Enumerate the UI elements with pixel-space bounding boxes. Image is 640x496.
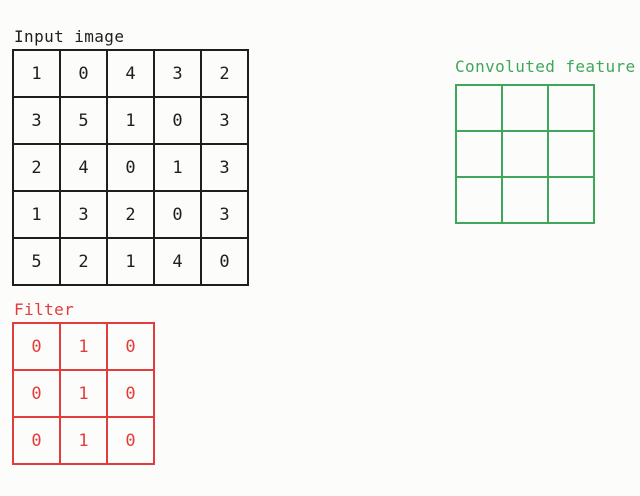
grid-row (455, 84, 595, 132)
convoluted-feature-label: Convoluted feature (455, 57, 636, 76)
grid-cell: 3 (12, 96, 61, 145)
grid-cell: 0 (12, 369, 61, 418)
grid-cell (547, 84, 595, 132)
grid-cell: 1 (59, 369, 108, 418)
grid-cell: 5 (12, 237, 61, 286)
grid-cell (501, 176, 549, 224)
grid-cell: 1 (12, 190, 61, 239)
grid-cell: 3 (153, 49, 202, 98)
grid-cell: 1 (106, 96, 155, 145)
grid-cell: 2 (12, 143, 61, 192)
grid-cell: 1 (153, 143, 202, 192)
grid-row (455, 176, 595, 224)
grid-cell: 0 (12, 322, 61, 371)
filter-label: Filter (14, 300, 75, 319)
grid-cell: 3 (200, 190, 249, 239)
grid-cell: 3 (59, 190, 108, 239)
grid-cell: 2 (59, 237, 108, 286)
grid-row (455, 130, 595, 178)
grid-cell: 3 (200, 96, 249, 145)
grid-cell: 0 (59, 49, 108, 98)
grid-cell: 0 (200, 237, 249, 286)
grid-cell: 4 (59, 143, 108, 192)
grid-cell: 0 (12, 416, 61, 465)
convoluted-feature-grid (455, 84, 595, 224)
grid-cell: 1 (59, 416, 108, 465)
grid-cell: 0 (106, 416, 155, 465)
grid-cell (455, 84, 503, 132)
grid-cell: 0 (153, 96, 202, 145)
grid-cell: 0 (106, 322, 155, 371)
grid-cell: 5 (59, 96, 108, 145)
grid-cell (547, 176, 595, 224)
grid-cell (455, 130, 503, 178)
grid-cell: 2 (106, 190, 155, 239)
grid-cell: 1 (106, 237, 155, 286)
grid-cell: 2 (200, 49, 249, 98)
grid-cell (547, 130, 595, 178)
grid-cell (501, 130, 549, 178)
grid-cell: 0 (106, 143, 155, 192)
grid-cell: 4 (153, 237, 202, 286)
grid-cell: 1 (59, 322, 108, 371)
grid-cell: 3 (200, 143, 249, 192)
grid-cell (501, 84, 549, 132)
input-image-label: Input image (14, 27, 125, 46)
grid-cell: 0 (153, 190, 202, 239)
grid-cell: 4 (106, 49, 155, 98)
grid-cell: 1 (12, 49, 61, 98)
grid-cell: 0 (106, 369, 155, 418)
grid-cell (455, 176, 503, 224)
